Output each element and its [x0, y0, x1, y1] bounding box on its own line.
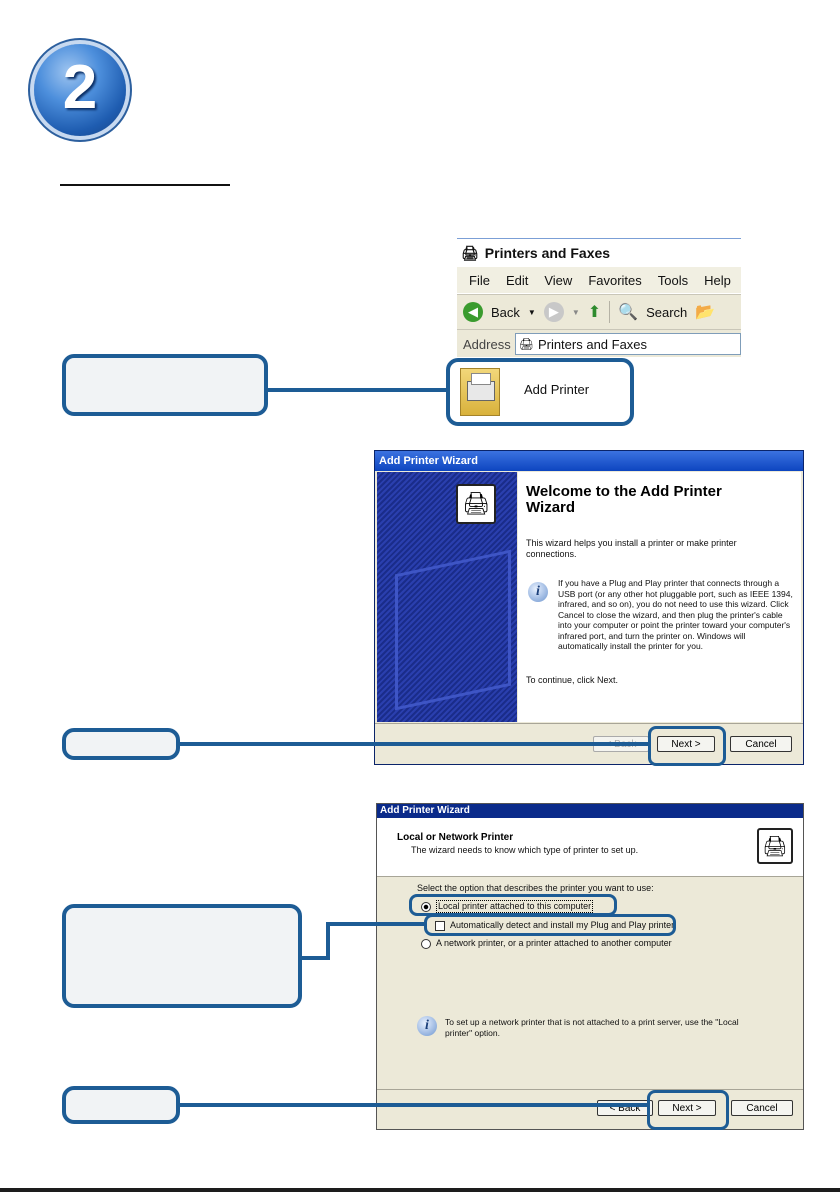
- wizard-intro: This wizard helps you install a printer …: [526, 538, 737, 559]
- toolbar-divider: [609, 301, 611, 323]
- wizard-separator: [375, 723, 803, 724]
- checkbox-auto-detect[interactable]: Automatically detect and install my Plug…: [435, 920, 674, 931]
- printer-icon: 🖨: [456, 484, 496, 524]
- callout-connector-3b: [326, 922, 330, 960]
- add-printer-label: Add Printer: [524, 382, 590, 397]
- printer-icon: 🖨: [757, 828, 793, 864]
- wizard-heading: Welcome to the Add Printer Wizard: [526, 483, 722, 516]
- step-badge: 2: [34, 44, 126, 136]
- add-printer-wizard-welcome: Add Printer Wizard 🖨 Welcome to the Add …: [374, 450, 804, 765]
- forward-arrow-icon[interactable]: ▶: [543, 302, 564, 322]
- callout-box-4: [62, 1086, 180, 1124]
- radio-network-printer[interactable]: A network printer, or a printer attached…: [421, 938, 672, 949]
- back-arrow-icon[interactable]: ◀: [463, 302, 483, 322]
- address-value: Printers and Faxes: [537, 336, 648, 352]
- option-local-label: Local printer attached to this computer: [436, 900, 594, 913]
- printer-illustration: [395, 549, 511, 711]
- radio-selected-icon[interactable]: [421, 901, 431, 912]
- toolbar: ◀ Back ▼ ▶ ▼ ⬆ 🔍 Search 📂: [457, 294, 741, 329]
- checkbox-icon[interactable]: [435, 920, 445, 931]
- callout-box-3: [62, 904, 302, 1008]
- menu-tools[interactable]: Tools: [657, 272, 689, 288]
- cancel-button[interactable]: Cancel: [731, 1100, 793, 1116]
- menu-favorites[interactable]: Favorites: [588, 272, 642, 288]
- search-icon[interactable]: 🔍: [618, 304, 639, 321]
- wizard-continue-text: To continue, click Next.: [526, 675, 619, 685]
- section-rule: [60, 184, 230, 186]
- wizard-titlebar: Add Printer Wizard: [375, 451, 803, 471]
- menu-help[interactable]: Help: [704, 272, 731, 288]
- wizard-prompt: Select the option that describes the pri…: [417, 883, 654, 893]
- info-icon: i: [528, 582, 548, 602]
- wizard-content: 🖨 Welcome to the Add Printer Wizard This…: [456, 472, 801, 722]
- printer-folder-icon: 🖨: [461, 244, 479, 261]
- wizard-header: Local or Network Printer The wizard need…: [377, 818, 803, 877]
- chevron-down-icon[interactable]: ▼: [527, 307, 536, 317]
- callout-box-2: [62, 728, 180, 760]
- chevron-down-icon[interactable]: ▼: [571, 307, 580, 317]
- bottom-rule: [0, 1188, 840, 1192]
- add-printer-icon: [460, 368, 500, 416]
- wizard-subheading: The wizard needs to know which type of p…: [411, 845, 639, 855]
- callout-connector-3c: [326, 922, 426, 926]
- address-field[interactable]: 🖨 Printers and Faxes: [514, 333, 741, 355]
- callout-connector-3a: [302, 956, 328, 960]
- wizard-heading: Local or Network Printer: [397, 832, 514, 843]
- window-titlebar: 🖨 Printers and Faxes: [457, 239, 741, 267]
- search-button-label[interactable]: Search: [646, 304, 688, 320]
- back-button-label[interactable]: Back: [491, 304, 520, 320]
- add-printer-wizard-local-network: Add Printer Wizard Local or Network Prin…: [376, 803, 804, 1130]
- callout-box-1: [62, 354, 268, 416]
- add-printer-item[interactable]: Add Printer: [446, 358, 634, 426]
- menu-bar: File Edit View Favorites Tools Help: [457, 267, 741, 294]
- wizard-info-text: If you have a Plug and Play printer that…: [558, 578, 793, 651]
- radio-unselected-icon[interactable]: [421, 938, 431, 949]
- local-printer-highlight: [409, 894, 617, 916]
- next-highlight-2: [647, 1090, 729, 1130]
- next-highlight-1: [648, 726, 726, 766]
- address-label: Address: [463, 336, 511, 352]
- callout-connector-4: [180, 1103, 648, 1107]
- up-folder-icon[interactable]: ⬆: [587, 304, 602, 321]
- menu-file[interactable]: File: [469, 272, 490, 288]
- auto-detect-highlight: [424, 914, 676, 936]
- wizard-titlebar: Add Printer Wizard: [377, 804, 803, 818]
- option-network-label: A network printer, or a printer attached…: [436, 938, 672, 948]
- printer-folder-icon: 🖨: [518, 337, 534, 351]
- menu-edit[interactable]: Edit: [505, 272, 529, 288]
- option-auto-label: Automatically detect and install my Plug…: [450, 920, 675, 930]
- window-title: Printers and Faxes: [484, 245, 611, 261]
- callout-connector-1: [268, 388, 448, 392]
- address-bar: Address 🖨 Printers and Faxes: [457, 329, 741, 357]
- cancel-button[interactable]: Cancel: [730, 736, 792, 752]
- folders-icon[interactable]: 📂: [695, 304, 716, 321]
- menu-view[interactable]: View: [544, 272, 573, 288]
- info-icon: i: [417, 1016, 437, 1036]
- step-number: 2: [62, 53, 98, 122]
- printers-faxes-window: 🖨 Printers and Faxes File Edit View Favo…: [457, 238, 741, 357]
- wizard-sidebar: [377, 472, 517, 722]
- wizard-separator: [377, 1089, 803, 1090]
- next-button[interactable]: Next >: [658, 1100, 716, 1116]
- next-button[interactable]: Next >: [657, 736, 715, 752]
- radio-local-printer[interactable]: Local printer attached to this computer: [421, 900, 594, 913]
- wizard-info-text: To set up a network printer that is not …: [445, 1017, 739, 1038]
- callout-connector-2: [180, 742, 650, 746]
